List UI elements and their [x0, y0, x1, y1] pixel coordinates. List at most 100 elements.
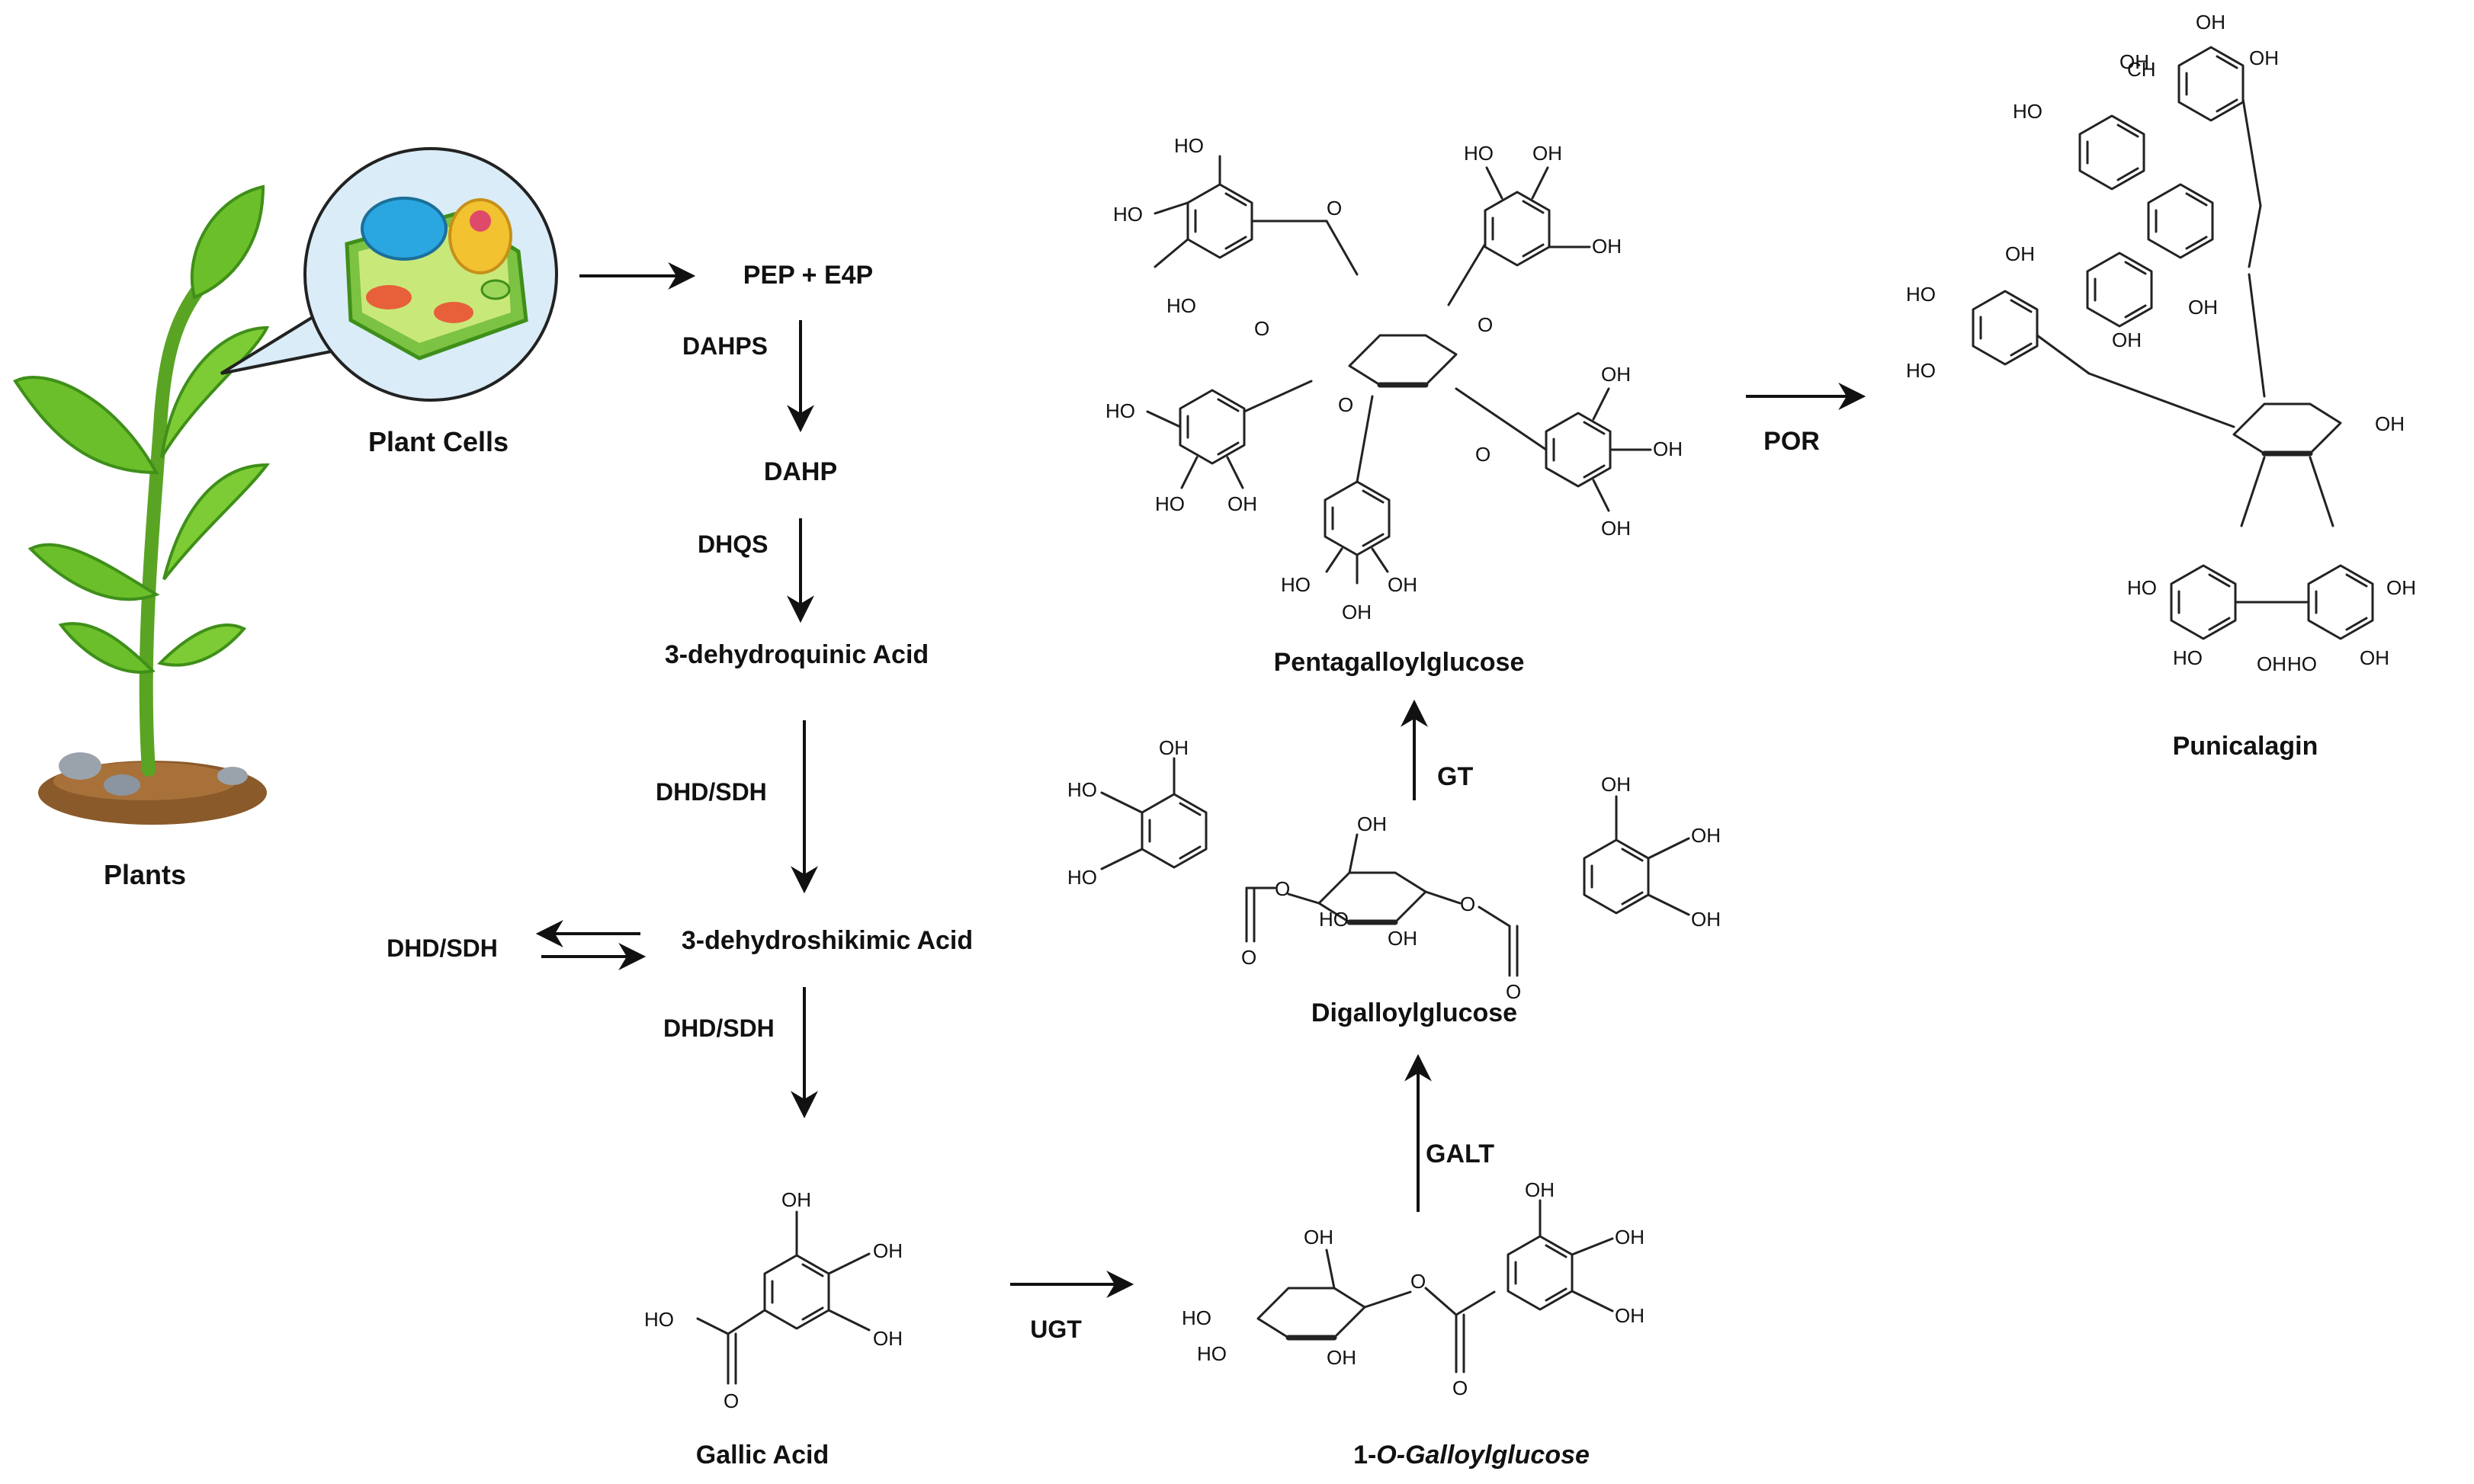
atom-ho: HO — [1906, 283, 1936, 306]
atom-oh: OH — [2112, 329, 2142, 351]
atom-ho: HO — [2013, 100, 2042, 123]
atom-o: O — [1275, 877, 1290, 900]
atom-oh: OH — [1327, 1346, 1356, 1369]
pentagalloylglucose-label: Pentagalloylglucose — [1274, 648, 1525, 677]
atom-ho: HO — [1155, 492, 1185, 515]
atom-oh: OH — [1342, 601, 1372, 623]
atom-oh: OH — [1592, 235, 1622, 258]
atom-oh: OH — [2188, 296, 2218, 319]
leaf — [13, 376, 159, 475]
atom-oh: OH — [2360, 646, 2389, 669]
digalloyl-left-ring: OH HO HO — [1067, 736, 1208, 889]
galloylglucose-prefix: 1- — [1353, 1441, 1376, 1470]
atom-o: O — [1478, 313, 1493, 336]
galt-label: GALT — [1426, 1139, 1494, 1168]
nucleus — [361, 197, 448, 261]
digalloyl-right-ring: OH OH OH — [1583, 773, 1721, 931]
atom-o: O — [1338, 393, 1353, 416]
atom-o: O — [1460, 893, 1475, 915]
pentagalloylglucose-structure: HO HO HO HO OH OH HO HO OH HO — [1105, 134, 1683, 623]
pgg-ring-5: OH OH OH — [1545, 363, 1683, 540]
galloylglucose-label: 1-O-Galloylglucose — [1353, 1441, 1590, 1470]
pgg-ring-3: HO HO OH — [1105, 389, 1257, 515]
ugt-label: UGT — [1030, 1316, 1082, 1343]
atom-ho: HO — [1113, 203, 1143, 226]
atom-o: O — [1327, 197, 1342, 220]
atom-o: O — [1410, 1270, 1426, 1293]
dhd-sdh-label-2: DHD/SDH — [663, 1014, 775, 1042]
atom-oh: OH — [1601, 773, 1631, 796]
dehydroshikimic-acid-label: 3-dehydroshikimic Acid — [682, 926, 973, 955]
atom-ho: HO — [2173, 646, 2203, 669]
atom-oh: OH — [2375, 412, 2405, 435]
dahps-label: DAHPS — [682, 332, 768, 360]
atom-oh: OH — [873, 1327, 903, 1350]
atom-oh: OH — [1227, 492, 1257, 515]
punicalagin-label: Punicalagin — [2173, 732, 2318, 761]
atom-oh: OH — [1653, 438, 1683, 460]
atom-oh: OH — [1388, 573, 1417, 596]
atom-o: O — [1254, 317, 1269, 340]
atom-ho: HO — [2127, 576, 2157, 599]
plant-cells-label: Plant Cells — [368, 426, 509, 457]
digalloylglucose-label: Digalloylglucose — [1311, 998, 1517, 1027]
atom-ho: HO — [1182, 1306, 1211, 1329]
atom-o: O — [1506, 980, 1521, 1003]
atom-oh: OH — [873, 1239, 903, 1262]
atom-oh: OH — [1525, 1178, 1555, 1201]
pgg-ring-2: HO OH OH — [1464, 142, 1622, 267]
dhqs-label: DHQS — [698, 530, 768, 558]
atom-ho: HO — [1105, 399, 1135, 422]
atom-oh: OH — [2386, 576, 2416, 599]
atom-ho: HO — [1906, 359, 1936, 382]
digalloylglucose-structure: OH HO OH O O O O — [1241, 813, 1521, 1003]
atom-oh: OH — [2005, 242, 2035, 265]
chloroplast — [448, 198, 512, 274]
atom-oh: OH — [2249, 46, 2279, 69]
atom-ho: HO — [2287, 652, 2317, 675]
punicalagin-structure: OH OH OH CH HO OH HO HO OH OH OH HO OH H… — [1906, 11, 2416, 675]
dhd-sdh-side-label: DHD/SDH — [387, 934, 498, 962]
atom-oh: OH — [1159, 736, 1189, 759]
por-label: POR — [1763, 427, 1820, 456]
atom-oh: OH — [1691, 824, 1721, 847]
dahp-label: DAHP — [764, 457, 837, 486]
dhd-sdh-label-1: DHD/SDH — [656, 778, 767, 806]
pep-e4p-label: PEP + E4P — [743, 261, 873, 290]
atom-o: O — [1475, 443, 1490, 466]
pgg-ring-4: HO OH OH — [1281, 480, 1417, 623]
atom-o: O — [724, 1389, 739, 1412]
gt-label: GT — [1437, 762, 1473, 791]
atom-oh: OH — [1357, 813, 1387, 835]
atom-oh: OH — [781, 1188, 811, 1211]
atom-ho: HO — [1464, 142, 1494, 165]
gallic-acid-label: Gallic Acid — [696, 1441, 829, 1470]
plants-label: Plants — [104, 859, 186, 890]
dehydroquinic-acid-label: 3-dehydroquinic Acid — [665, 640, 929, 669]
atom-o: O — [1452, 1377, 1468, 1399]
atom-oh: OH — [1691, 908, 1721, 931]
atom-oh: OH — [1532, 142, 1562, 165]
atom-oh: OH — [1615, 1226, 1645, 1248]
atom-oh: OH — [2119, 50, 2149, 73]
atom-ho: HO — [1067, 778, 1097, 801]
atom-oh: OH — [1304, 1226, 1333, 1248]
atom-oh: OH — [2196, 11, 2225, 34]
atom-ch: CH — [2127, 58, 2156, 81]
atom-ho: HO — [1319, 908, 1349, 931]
atom-ho: HO — [1281, 573, 1311, 596]
pgg-ring-1: HO HO HO — [1113, 134, 1253, 317]
atom-o: O — [1241, 946, 1256, 969]
atom-ho: HO — [1174, 134, 1204, 157]
atom-oh: OH — [1601, 517, 1631, 540]
atom-oh: OH — [2257, 652, 2286, 675]
galloylglucose-structure: OH HO HO OH O O — [1182, 1226, 1496, 1399]
galloylglucose-name: O-Galloylglucose — [1376, 1441, 1590, 1470]
atom-ho: HO — [644, 1308, 674, 1331]
gallic-acid-structure: OH OH OH HO O — [644, 1188, 903, 1412]
stone — [59, 752, 101, 780]
atom-oh: OH — [1615, 1304, 1645, 1327]
atom-ho: HO — [1166, 294, 1196, 317]
